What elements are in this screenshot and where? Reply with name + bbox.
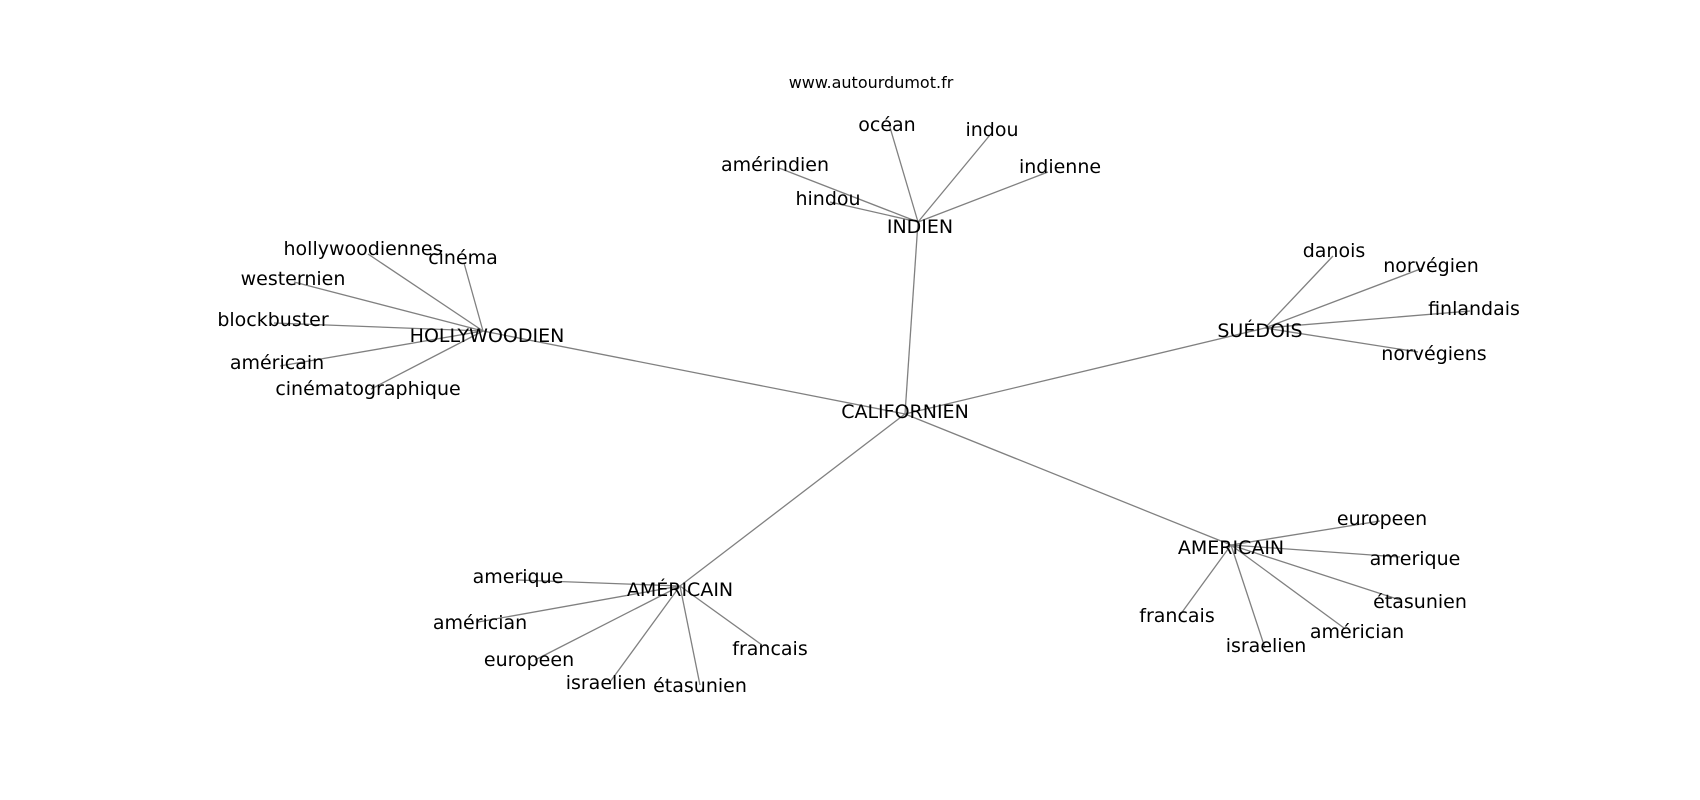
hub-to-leaf-edge (1264, 327, 1419, 353)
leaf-node-label: indienne (1019, 156, 1101, 178)
leaf-node-label: hollywoodiennes (284, 238, 443, 260)
center-to-hub-edge (482, 330, 906, 415)
hub-to-leaf-edge (279, 330, 484, 367)
center-to-hub-edge (904, 413, 1232, 546)
hub-to-leaf-edge (829, 201, 919, 223)
leaf-node-label: norvégien (1383, 255, 1478, 277)
hub-to-leaf-edge (609, 585, 681, 683)
hub-to-leaf-edge (888, 123, 919, 223)
hub-to-leaf-edge (778, 167, 919, 223)
hub-to-leaf-edge (679, 585, 701, 686)
hub-to-leaf-edge (477, 585, 681, 623)
leaf-node-label: israelien (566, 672, 647, 694)
hub-to-leaf-edge (1230, 544, 1266, 649)
leaf-node-label: amérindien (721, 154, 829, 176)
leaf-node-label: océan (858, 114, 915, 136)
hub-to-leaf-edge (367, 253, 484, 332)
hub-to-leaf-edge (534, 585, 681, 661)
leaf-node-label: américain (230, 352, 324, 374)
hub-to-leaf-edge (370, 330, 484, 390)
hub-to-leaf-edge (679, 585, 763, 646)
hub-to-leaf-edge (463, 262, 484, 332)
leaf-node-label: blockbuster (217, 309, 329, 331)
hub-node-label: AMÉRICAIN (627, 578, 733, 601)
leaf-node-label: américian (1310, 621, 1404, 643)
hub-to-leaf-edge (1230, 544, 1401, 558)
hub-to-leaf-edge (1179, 544, 1232, 616)
leaf-node-label: finlandais (1428, 298, 1520, 320)
center-to-hub-edge (679, 413, 906, 587)
center-to-hub-edge (904, 221, 919, 415)
leaf-node-label: danois (1303, 240, 1366, 262)
hub-to-leaf-edge (293, 281, 484, 332)
labels-layer: www.autourdumot.fr CALIFORNIEN INDIEN océa… (217, 73, 1520, 697)
leaf-node-label: europeen (484, 649, 574, 671)
hub-to-leaf-edge (273, 322, 484, 332)
edges-layer (273, 123, 1471, 686)
center-node-label: CALIFORNIEN (841, 401, 969, 423)
hub-node-label: INDIEN (887, 216, 953, 238)
hub-to-leaf-edge (1230, 544, 1401, 601)
hub-to-leaf-edge (1264, 255, 1334, 329)
leaf-node-label: étasunien (1373, 591, 1467, 613)
hub-node-label: HOLLYWOODIEN (410, 325, 565, 347)
leaf-node-label: américian (433, 612, 527, 634)
leaf-node-label: indou (965, 119, 1018, 141)
leaf-node-label: norvégiens (1381, 343, 1486, 365)
leaf-node-label: israelien (1226, 635, 1307, 657)
leaf-node-label: francais (732, 638, 807, 660)
hub-to-leaf-edge (1264, 310, 1471, 329)
hub-node-label: SUÉDOIS (1217, 319, 1302, 342)
hub-to-leaf-edge (517, 579, 681, 587)
hub-to-leaf-edge (1230, 520, 1381, 546)
hub-to-leaf-edge (1264, 267, 1424, 329)
hub-to-leaf-edge (1230, 544, 1345, 629)
leaf-node-label: westernien (241, 268, 346, 290)
leaf-node-label: francais (1139, 605, 1214, 627)
leaf-node-label: amerique (1370, 548, 1461, 570)
source-label: www.autourdumot.fr (789, 73, 954, 92)
leaf-node-label: cinéma (428, 247, 498, 269)
leaf-node-label: cinématographique (275, 378, 460, 400)
center-to-hub-edge (904, 327, 1266, 415)
leaf-node-label: étasunien (653, 675, 747, 697)
hub-node-label: AMERICAIN (1178, 537, 1284, 559)
leaf-node-label: amerique (473, 566, 564, 588)
leaf-node-label: hindou (795, 188, 860, 210)
leaf-node-label: europeen (1337, 508, 1427, 530)
hub-to-leaf-edge (917, 134, 991, 223)
hub-to-leaf-edge (917, 171, 1049, 223)
